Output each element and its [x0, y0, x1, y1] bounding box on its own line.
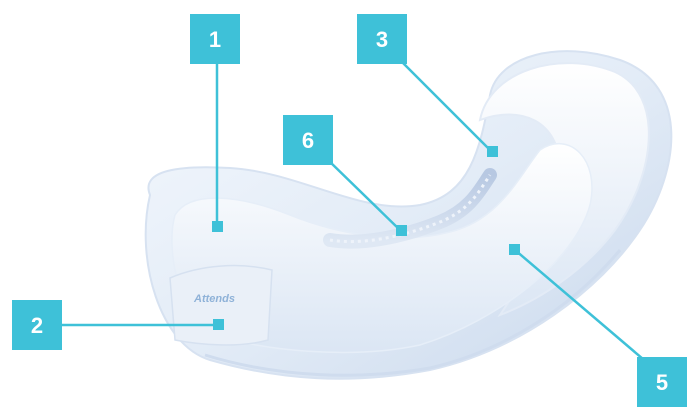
anchor-marker — [213, 319, 224, 330]
brand-logo-text: Attends — [193, 293, 235, 305]
anchor-marker — [487, 146, 498, 157]
anchor-marker — [396, 225, 407, 236]
callout-1: 1 — [190, 14, 240, 64]
callout-label-6: 6 — [302, 128, 314, 153]
incontinence-pad-illustration: Attends — [146, 51, 672, 379]
callout-label-2: 2 — [31, 313, 43, 338]
callout-5: 5 — [637, 357, 687, 407]
callout-3: 3 — [357, 14, 407, 64]
anchor-marker — [509, 244, 520, 255]
anchor-marker — [212, 221, 223, 232]
callout-2: 2 — [12, 300, 62, 350]
callout-label-5: 5 — [656, 370, 668, 395]
callout-label-1: 1 — [209, 27, 221, 52]
callout-label-3: 3 — [376, 27, 388, 52]
callout-6: 6 — [283, 115, 333, 165]
